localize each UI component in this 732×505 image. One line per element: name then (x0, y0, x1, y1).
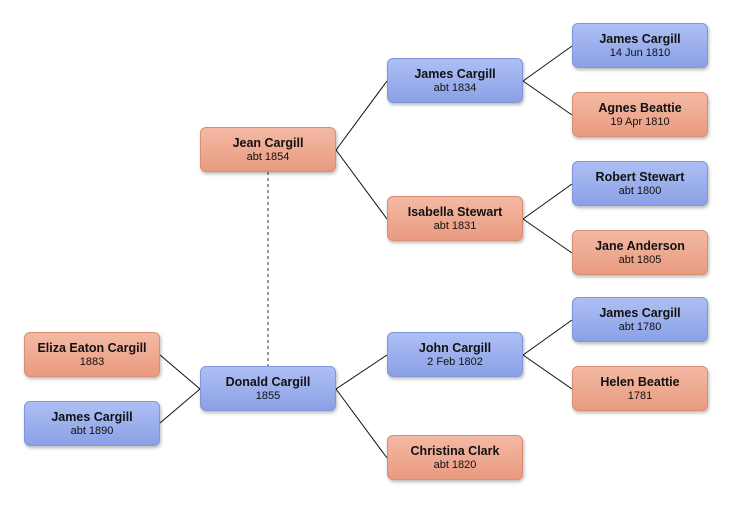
person-name: Christina Clark (410, 443, 500, 458)
person-card-isabella-stewart[interactable]: Isabella Stewart abt 1831 (387, 196, 523, 241)
person-date: abt 1780 (618, 320, 662, 333)
connector-isabella-father (522, 183, 573, 220)
person-card-robert-stewart[interactable]: Robert Stewart abt 1800 (572, 161, 708, 206)
person-name: John Cargill (418, 340, 492, 355)
person-date: abt 1805 (618, 253, 662, 266)
connector-james1834-father (522, 45, 573, 82)
person-date: abt 1854 (246, 150, 290, 163)
person-card-agnes-beattie[interactable]: Agnes Beattie 19 Apr 1810 (572, 92, 708, 137)
person-card-james-cargill-1780[interactable]: James Cargill abt 1780 (572, 297, 708, 342)
person-card-john-cargill[interactable]: John Cargill 2 Feb 1802 (387, 332, 523, 377)
person-date: 1855 (255, 389, 281, 402)
person-date: abt 1831 (433, 219, 477, 232)
connector-isabella-mother (522, 218, 573, 254)
person-card-james-cargill-1834[interactable]: James Cargill abt 1834 (387, 58, 523, 103)
person-card-james-cargill-1810[interactable]: James Cargill 14 Jun 1810 (572, 23, 708, 68)
person-date: 2 Feb 1802 (427, 355, 483, 368)
person-date: abt 1800 (618, 184, 662, 197)
connector-donald-mother (335, 388, 388, 459)
person-date: 1883 (79, 355, 105, 368)
person-name: Helen Beattie (600, 374, 680, 389)
person-card-donald-cargill[interactable]: Donald Cargill 1855 (200, 366, 336, 411)
person-date: 19 Apr 1810 (610, 115, 670, 128)
person-name: James Cargill (599, 31, 681, 46)
connector-john-father (522, 319, 573, 356)
connector-jean-mother (335, 149, 388, 220)
person-name: Robert Stewart (595, 169, 685, 184)
person-name: James Cargill (414, 66, 496, 81)
person-card-james-cargill-1890[interactable]: James Cargill abt 1890 (24, 401, 160, 446)
connector-eliza-donald (159, 354, 201, 390)
person-name: Eliza Eaton Cargill (37, 340, 147, 355)
person-card-christina-clark[interactable]: Christina Clark abt 1820 (387, 435, 523, 480)
person-date: abt 1890 (70, 424, 114, 437)
person-name: Agnes Beattie (598, 100, 682, 115)
person-name: James Cargill (51, 409, 133, 424)
person-name: Jane Anderson (595, 238, 685, 253)
person-card-jane-anderson[interactable]: Jane Anderson abt 1805 (572, 230, 708, 275)
person-date: 1781 (627, 389, 653, 402)
person-date: abt 1834 (433, 81, 477, 94)
connector-donald-father (335, 354, 388, 390)
connector-john-mother (522, 354, 573, 390)
connector-jean-father (335, 80, 388, 151)
person-date: abt 1820 (433, 458, 477, 471)
person-name: Isabella Stewart (407, 204, 503, 219)
person-card-eliza-eaton-cargill[interactable]: Eliza Eaton Cargill 1883 (24, 332, 160, 377)
person-name: Jean Cargill (232, 135, 304, 150)
person-card-jean-cargill[interactable]: Jean Cargill abt 1854 (200, 127, 336, 172)
person-name: James Cargill (599, 305, 681, 320)
connector-james1890-donald (159, 388, 201, 424)
person-card-helen-beattie[interactable]: Helen Beattie 1781 (572, 366, 708, 411)
person-date: 14 Jun 1810 (609, 46, 671, 59)
person-name: Donald Cargill (225, 374, 311, 389)
connector-james1834-mother (522, 80, 573, 116)
